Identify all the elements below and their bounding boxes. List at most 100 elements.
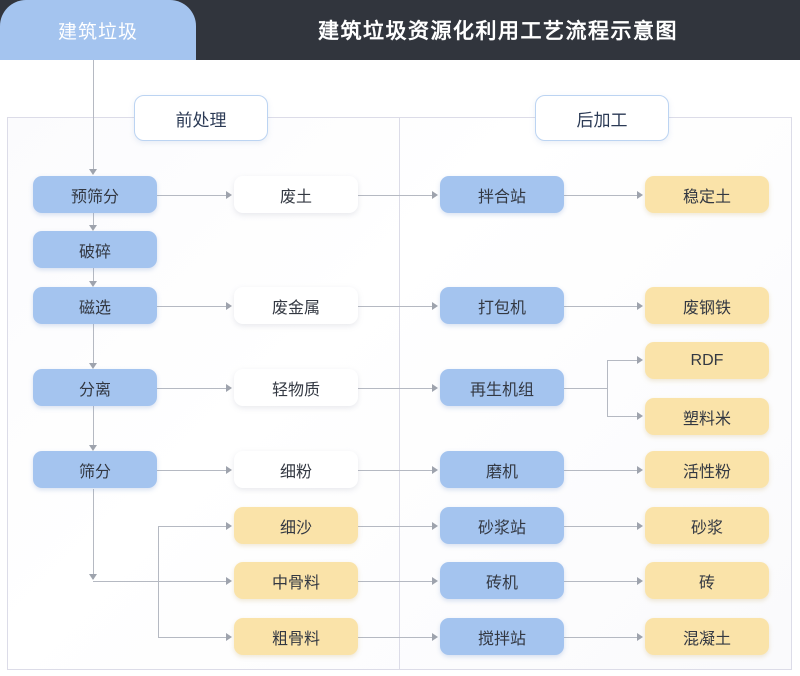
node-stabilized-soil[interactable]: 稳定土 xyxy=(645,176,769,213)
connector-fork-to-rdf xyxy=(607,360,637,361)
connector-regenunit-fork xyxy=(607,360,608,417)
arrow-brickmachine-to-brick xyxy=(637,577,643,585)
connector-crush-to-magnetic xyxy=(93,268,94,282)
node-brick-machine[interactable]: 砖机 xyxy=(440,562,564,599)
node-separation-label: 分离 xyxy=(78,381,111,399)
node-brick-machine-label: 砖机 xyxy=(485,574,518,592)
node-coarse-aggregate-label: 粗骨料 xyxy=(271,630,320,648)
node-waste-soil[interactable]: 废土 xyxy=(234,176,358,213)
node-rdf-label: RDF xyxy=(690,351,724,369)
section-label-postprocess: 后加工 xyxy=(535,95,669,141)
node-mortar-label: 砂浆 xyxy=(690,519,723,537)
connector-midagg-to-brickmachine xyxy=(358,581,432,582)
arrow-batchplant-to-concrete xyxy=(637,633,643,641)
node-coarse-aggregate[interactable]: 粗骨料 xyxy=(234,618,358,655)
connector-screen-to-finepowder xyxy=(157,470,226,471)
connector-lightmat-to-regenunit xyxy=(358,388,432,389)
arrow-bus-to-midagg xyxy=(226,577,232,585)
arrow-mixstation-to-stabsoil xyxy=(637,191,643,199)
connector-fork-to-plasticpellet xyxy=(607,416,637,417)
arrow-mortarstation-to-mortar xyxy=(637,522,643,530)
arrow-prescreen-to-wastesoil xyxy=(226,191,232,199)
connector-screen-down xyxy=(93,489,94,579)
node-light-material[interactable]: 轻物质 xyxy=(234,369,358,406)
node-pre-screening[interactable]: 预筛分 xyxy=(33,176,157,213)
connector-bus-to-coarseagg xyxy=(158,637,226,638)
node-fine-powder[interactable]: 细粉 xyxy=(234,451,358,488)
connector-bus-to-finesand xyxy=(158,526,226,527)
node-baler[interactable]: 打包机 xyxy=(440,287,564,324)
arrow-magnetic-to-wastemetal xyxy=(226,302,232,310)
node-magnetic-separation-label: 磁选 xyxy=(78,299,111,317)
node-light-material-label: 轻物质 xyxy=(271,381,320,399)
arrow-finesand-to-mortarstation xyxy=(432,522,438,530)
connector-finesand-to-mortarstation xyxy=(358,526,432,527)
node-regeneration-unit[interactable]: 再生机组 xyxy=(440,369,564,406)
node-active-powder[interactable]: 活性粉 xyxy=(645,451,769,488)
node-mixing-station-label: 拌合站 xyxy=(477,188,526,206)
arrow-separate-to-screen xyxy=(89,445,97,451)
connector-grinder-to-activepowder xyxy=(564,470,637,471)
node-waste-metal-label: 废金属 xyxy=(271,299,320,317)
node-batching-plant[interactable]: 搅拌站 xyxy=(440,618,564,655)
node-mortar[interactable]: 砂浆 xyxy=(645,507,769,544)
node-screening-label: 筛分 xyxy=(78,463,111,481)
connector-bus-to-midagg xyxy=(158,581,226,582)
node-separation[interactable]: 分离 xyxy=(33,369,157,406)
node-rdf[interactable]: RDF xyxy=(645,342,769,379)
section-label-postprocess-text: 后加工 xyxy=(576,110,628,130)
arrow-bus-to-finesand xyxy=(226,522,232,530)
connector-finepowder-to-grinder xyxy=(358,470,432,471)
connector-screen-to-bus xyxy=(93,581,159,582)
connector-mixstation-to-stabsoil xyxy=(564,195,637,196)
node-mixing-station[interactable]: 拌合站 xyxy=(440,176,564,213)
node-concrete[interactable]: 混凝土 xyxy=(645,618,769,655)
connector-coarseagg-to-batchplant xyxy=(358,637,432,638)
connector-separate-to-lightmat xyxy=(157,388,226,389)
node-crushing[interactable]: 破碎 xyxy=(33,231,157,268)
section-label-pretreatment-text: 前处理 xyxy=(175,110,227,130)
node-mortar-station[interactable]: 砂浆站 xyxy=(440,507,564,544)
connector-mortarstation-to-mortar xyxy=(564,526,637,527)
connector-separate-to-screen xyxy=(93,406,94,447)
arrow-wastemetal-to-baler xyxy=(432,302,438,310)
node-waste-soil-label: 废土 xyxy=(279,188,312,206)
node-baler-label: 打包机 xyxy=(477,299,526,317)
node-plastic-pellet-label: 塑料米 xyxy=(682,410,731,428)
node-regeneration-unit-label: 再生机组 xyxy=(469,381,534,399)
arrow-source-to-prescreen xyxy=(89,169,97,175)
arrow-prescreen-to-crush xyxy=(89,225,97,231)
arrow-baler-to-scrapsteel xyxy=(637,302,643,310)
connector-batchplant-to-concrete xyxy=(564,637,637,638)
node-magnetic-separation[interactable]: 磁选 xyxy=(33,287,157,324)
header-bar: 建筑垃圾 建筑垃圾资源化利用工艺流程示意图 xyxy=(0,0,800,60)
connector-regenunit-stem xyxy=(564,388,608,389)
connector-baler-to-scrapsteel xyxy=(564,306,637,307)
node-waste-metal[interactable]: 废金属 xyxy=(234,287,358,324)
node-mid-aggregate-label: 中骨料 xyxy=(271,574,320,592)
connector-magnetic-to-separate xyxy=(93,324,94,365)
arrow-bus-to-coarseagg xyxy=(226,633,232,641)
node-fine-powder-label: 细粉 xyxy=(279,463,312,481)
connector-magnetic-to-wastemetal xyxy=(157,306,226,307)
node-grinder[interactable]: 磨机 xyxy=(440,451,564,488)
node-mortar-station-label: 砂浆站 xyxy=(477,519,526,537)
arrow-finepowder-to-grinder xyxy=(432,466,438,474)
node-fine-sand[interactable]: 细沙 xyxy=(234,507,358,544)
arrow-coarseagg-to-batchplant xyxy=(432,633,438,641)
node-stabilized-soil-label: 稳定土 xyxy=(682,188,731,206)
node-pre-screening-label: 预筛分 xyxy=(70,188,119,206)
node-mid-aggregate[interactable]: 中骨料 xyxy=(234,562,358,599)
arrow-screen-down xyxy=(89,574,97,580)
page-title: 建筑垃圾资源化利用工艺流程示意图 xyxy=(318,20,678,43)
header-tab: 建筑垃圾 xyxy=(0,0,196,60)
connector-brickmachine-to-brick xyxy=(564,581,637,582)
node-scrap-steel[interactable]: 废钢铁 xyxy=(645,287,769,324)
node-plastic-pellet[interactable]: 塑料米 xyxy=(645,398,769,435)
arrow-lightmat-to-regenunit xyxy=(432,384,438,392)
node-scrap-steel-label: 废钢铁 xyxy=(682,299,731,317)
node-screening[interactable]: 筛分 xyxy=(33,451,157,488)
node-brick[interactable]: 砖 xyxy=(645,562,769,599)
arrow-grinder-to-activepowder xyxy=(637,466,643,474)
arrow-wastesoil-to-mixstation xyxy=(432,191,438,199)
